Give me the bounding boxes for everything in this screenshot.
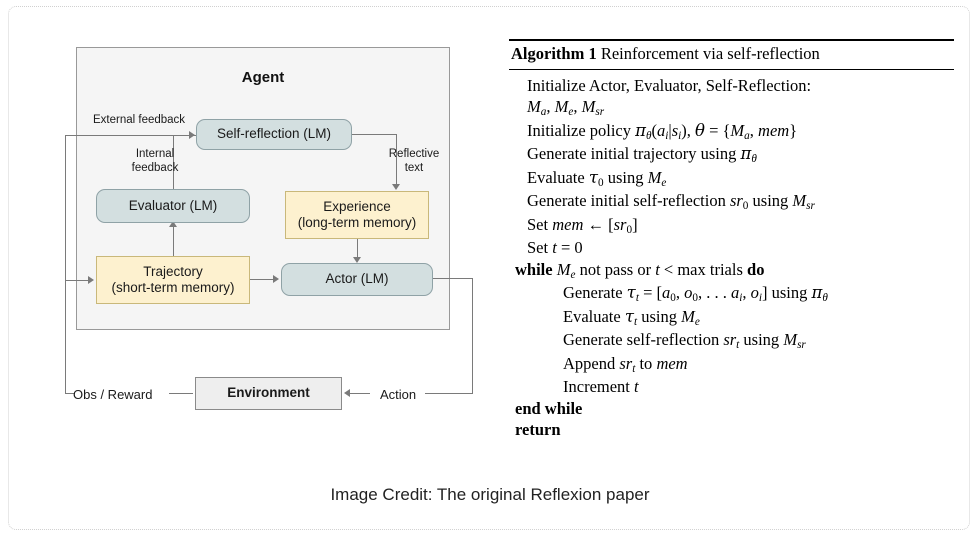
arrowhead-to-environment — [344, 389, 350, 397]
algorithm-label: Algorithm 1 — [511, 44, 597, 63]
node-environment-label: Environment — [227, 385, 310, 401]
node-trajectory-subtitle: (short-term memory) — [111, 280, 235, 295]
node-environment[interactable]: Environment — [195, 377, 342, 410]
arrowhead-to-selfreflection — [189, 131, 195, 139]
node-experience[interactable]: Experience (long-term memory) — [285, 191, 429, 239]
node-trajectory[interactable]: Trajectory (short-term memory) — [96, 256, 250, 304]
edge-action-into-env — [348, 393, 370, 394]
label-reflective-text: Reflective text — [385, 147, 443, 176]
algorithm-line: return — [515, 419, 561, 439]
image-credit-caption: Image Credit: The original Reflexion pap… — [330, 485, 650, 504]
label-internal-feedback-line1: Internal — [135, 148, 175, 160]
arrowhead-to-experience — [392, 184, 400, 190]
edge-rail-to-trajectory — [65, 280, 91, 281]
label-external-feedback: External feedback — [93, 114, 186, 126]
agent-title: Agent — [241, 69, 285, 86]
arrowhead-experience-actor — [353, 257, 361, 263]
algorithm-top-rule — [509, 39, 954, 41]
edge-experience-to-actor — [357, 239, 358, 258]
label-reflective-text-line2: text — [404, 162, 424, 175]
node-actor[interactable]: Actor (LM) — [281, 263, 433, 296]
edge-actor-out — [433, 278, 473, 279]
algorithm-line: Initialize policy πθ(ai|si), θ = {Ma, me… — [527, 120, 798, 142]
algorithm-line: Increment t — [563, 377, 639, 397]
algorithm-line: Generate initial self-reflection sr0 usi… — [527, 191, 815, 213]
algorithm-line: Ma, Me, Msr — [527, 97, 605, 119]
label-internal-feedback: Internal feedback — [122, 147, 188, 176]
algorithm-title-rule — [509, 69, 954, 70]
edge-selfreflection-out — [352, 134, 397, 135]
arrowhead-to-evaluator — [169, 221, 177, 227]
algorithm-line: Evaluate τ0 using Me — [527, 167, 667, 189]
edge-env-obs-left — [169, 393, 193, 394]
algorithm-line: Evaluate τt using Me — [563, 306, 700, 328]
algorithm-line: Initialize Actor, Evaluator, Self-Reflec… — [527, 76, 812, 95]
edge-trajectory-to-evaluator — [173, 223, 174, 256]
edge-reflective-vertical — [396, 134, 397, 185]
algorithm-line: Generate initial trajectory using πθ — [527, 144, 757, 166]
algorithm-line: end while — [515, 398, 583, 418]
algorithm-line: Generate self-reflection srt using Msr — [563, 330, 806, 352]
node-evaluator-label: Evaluator (LM) — [128, 197, 218, 213]
node-experience-subtitle: (long-term memory) — [297, 215, 417, 230]
node-evaluator[interactable]: Evaluator (LM) — [96, 189, 250, 223]
algorithm-line: Generate τt = [a0, o0, . . . ai, oi] usi… — [563, 283, 828, 305]
label-reflective-text-line1: Reflective — [388, 148, 440, 160]
reflexion-architecture-diagram: Agent Se — [9, 7, 499, 477]
label-obs-reward: Obs / Reward — [73, 387, 153, 402]
algorithm-body: Initialize Actor, Evaluator, Self-Reflec… — [509, 70, 954, 440]
edge-trajectory-to-actor — [250, 279, 276, 280]
algorithm-block: Algorithm 1 Reinforcement via self-refle… — [509, 39, 954, 440]
edge-evaluator-to-selfreflection — [173, 135, 174, 189]
node-self-reflection-label: Self-reflection (LM) — [216, 126, 332, 142]
edge-left-rail-vertical — [65, 135, 66, 394]
label-action: Action — [380, 387, 417, 402]
algorithm-line: while Me not pass or t < max trials do — [515, 259, 765, 281]
algorithm-line: Set t = 0 — [527, 238, 583, 258]
algorithm-line: Set mem ← [sr0] — [527, 214, 638, 237]
algorithm-title: Algorithm 1 Reinforcement via self-refle… — [509, 41, 954, 68]
node-actor-label: Actor (LM) — [325, 271, 389, 287]
node-trajectory-title: Trajectory — [143, 263, 203, 279]
node-experience-title: Experience — [323, 198, 391, 214]
arrowhead-to-trajectory — [88, 276, 94, 284]
label-internal-feedback-line2: feedback — [131, 162, 179, 175]
edge-env-to-rail — [65, 393, 75, 394]
edge-action-to-env-right — [425, 393, 473, 394]
node-self-reflection[interactable]: Self-reflection (LM) — [196, 119, 352, 150]
algorithm-title-text: Reinforcement via self-reflection — [600, 44, 820, 63]
edge-action-vertical — [472, 278, 473, 393]
content-card: Agent Se — [8, 6, 970, 530]
algorithm-line: Append srt to mem — [563, 353, 688, 375]
arrowhead-trajectory-actor — [273, 275, 279, 283]
